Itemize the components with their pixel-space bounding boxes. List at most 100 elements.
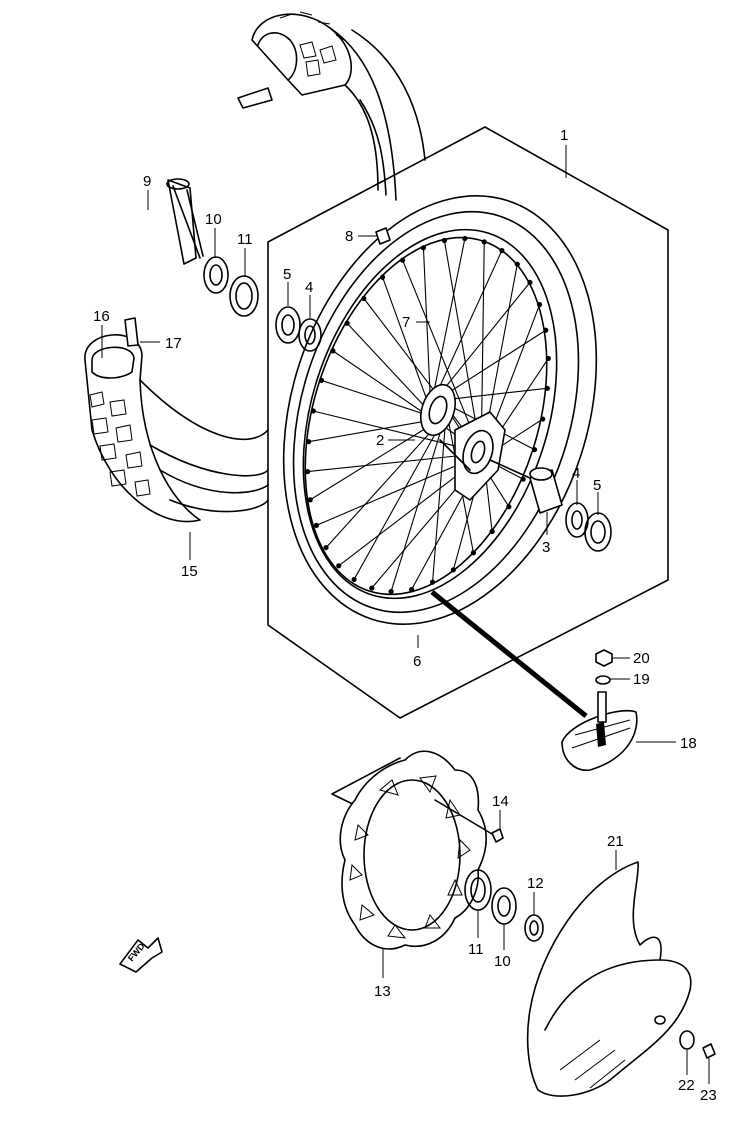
spoke-nipple-dot <box>379 274 386 280</box>
spoke <box>346 322 429 411</box>
spoke-nipple <box>375 227 391 245</box>
spoke-nipple-dot <box>527 279 533 286</box>
rim-band <box>561 691 638 771</box>
callout-8: 8 <box>345 228 353 245</box>
spoke <box>432 238 466 397</box>
spoke <box>338 463 472 567</box>
washer-22 <box>679 1030 695 1050</box>
spoke <box>402 259 476 438</box>
callout-19: 19 <box>633 671 650 688</box>
callout-18: 18 <box>680 735 697 752</box>
spoke-nipple-dot <box>361 295 367 302</box>
assembly-box-outline <box>267 126 669 719</box>
spoke-nipple-dot <box>323 544 329 551</box>
tube-leader <box>430 590 588 718</box>
spoke-nipple-dot <box>481 239 487 245</box>
spoke <box>432 420 447 583</box>
callout-21: 21 <box>607 833 624 850</box>
spoke-nipple-dot <box>543 327 549 333</box>
spoke <box>480 241 485 437</box>
axle-collar-left <box>203 256 229 294</box>
spoke <box>483 264 518 440</box>
spoke-nipple-dot <box>544 385 550 391</box>
spoke-nipple-dot <box>388 588 394 595</box>
callout-2: 2 <box>376 432 384 449</box>
spoke-nipple-dot <box>318 377 325 383</box>
spoke <box>422 247 431 400</box>
callout-15: 15 <box>181 563 198 580</box>
spoke <box>382 277 430 405</box>
callout-14: 14 <box>492 793 509 810</box>
spoke-nipple-dot <box>306 439 312 445</box>
spoke <box>445 387 548 401</box>
spoke <box>363 298 473 441</box>
disc-cover <box>526 861 692 1097</box>
washer-19 <box>595 675 611 685</box>
callout-6: 6 <box>413 653 421 670</box>
callout-16: 16 <box>93 308 110 325</box>
spoke <box>390 423 444 592</box>
callout-labels: 1 2 3 4 4 5 5 6 7 8 9 10 10 11 11 12 13 … <box>93 127 717 1104</box>
callout-3: 3 <box>542 539 550 556</box>
spoke-nipple-dot <box>408 586 415 593</box>
spoke <box>307 454 469 473</box>
spoke-nipple-dot <box>540 416 546 422</box>
bearing-4-left <box>298 318 322 352</box>
spoke <box>309 423 434 501</box>
spoke-nipple-dot <box>470 550 477 556</box>
spoke <box>308 419 431 443</box>
spoke-nipple-dot <box>450 567 456 573</box>
spoke-nipple-dot <box>369 585 375 591</box>
spoke <box>316 459 470 526</box>
spoke-nipple-dot <box>336 563 342 569</box>
spoke-nipple-dot <box>310 408 316 414</box>
brake-disc <box>339 750 488 950</box>
spoke-nipple-dot <box>499 247 505 254</box>
callout-22: 22 <box>678 1077 695 1094</box>
spoke-nipple-dot <box>531 447 538 453</box>
callout-13: 13 <box>374 983 391 1000</box>
spoke-nipple-dot <box>330 348 336 354</box>
axle-nut <box>524 914 544 942</box>
nut-20 <box>595 649 613 667</box>
spoke-nipple-dot <box>307 497 313 503</box>
axle-collar-right <box>491 887 517 925</box>
fwd-arrow-icon: FWD <box>119 937 163 973</box>
callout-9: 9 <box>143 173 151 190</box>
spoke-nipple-dot <box>305 468 311 475</box>
spoke-nipple-dot <box>514 261 520 267</box>
seal-5-right <box>584 512 612 552</box>
callout-17: 17 <box>165 335 182 352</box>
spoke <box>353 425 441 580</box>
callout-11b: 11 <box>468 941 484 958</box>
callout-12: 12 <box>527 875 544 892</box>
dust-seal-left <box>229 275 259 317</box>
spoke-nipple-dot <box>536 302 543 308</box>
spoke-nipple-dot <box>489 528 495 535</box>
callout-5a: 5 <box>283 266 291 283</box>
spoke-nipple-dot <box>429 579 436 585</box>
spoke-nipple-dot <box>351 576 357 583</box>
tire-front-left <box>84 317 269 523</box>
spoke-nipple-dot <box>506 504 512 510</box>
callout-4a: 4 <box>305 279 313 296</box>
spoke <box>321 379 429 417</box>
callout-20: 20 <box>633 650 650 667</box>
spoke <box>442 329 547 397</box>
spoke-nipple-dot <box>344 320 350 326</box>
disc-bolt <box>434 799 504 843</box>
callout-4b: 4 <box>572 465 580 482</box>
spacer <box>489 459 563 514</box>
spoke-nipple-dot <box>441 237 448 244</box>
wheel-hub <box>419 383 506 501</box>
axle <box>166 178 204 265</box>
spoke <box>439 282 531 395</box>
callout-10a: 10 <box>205 211 222 228</box>
callout-10b: 10 <box>494 953 511 970</box>
spoke <box>325 425 437 548</box>
bolt-23 <box>702 1043 716 1059</box>
spoke-nipple-dot <box>462 235 468 242</box>
callout-1: 1 <box>560 127 568 144</box>
